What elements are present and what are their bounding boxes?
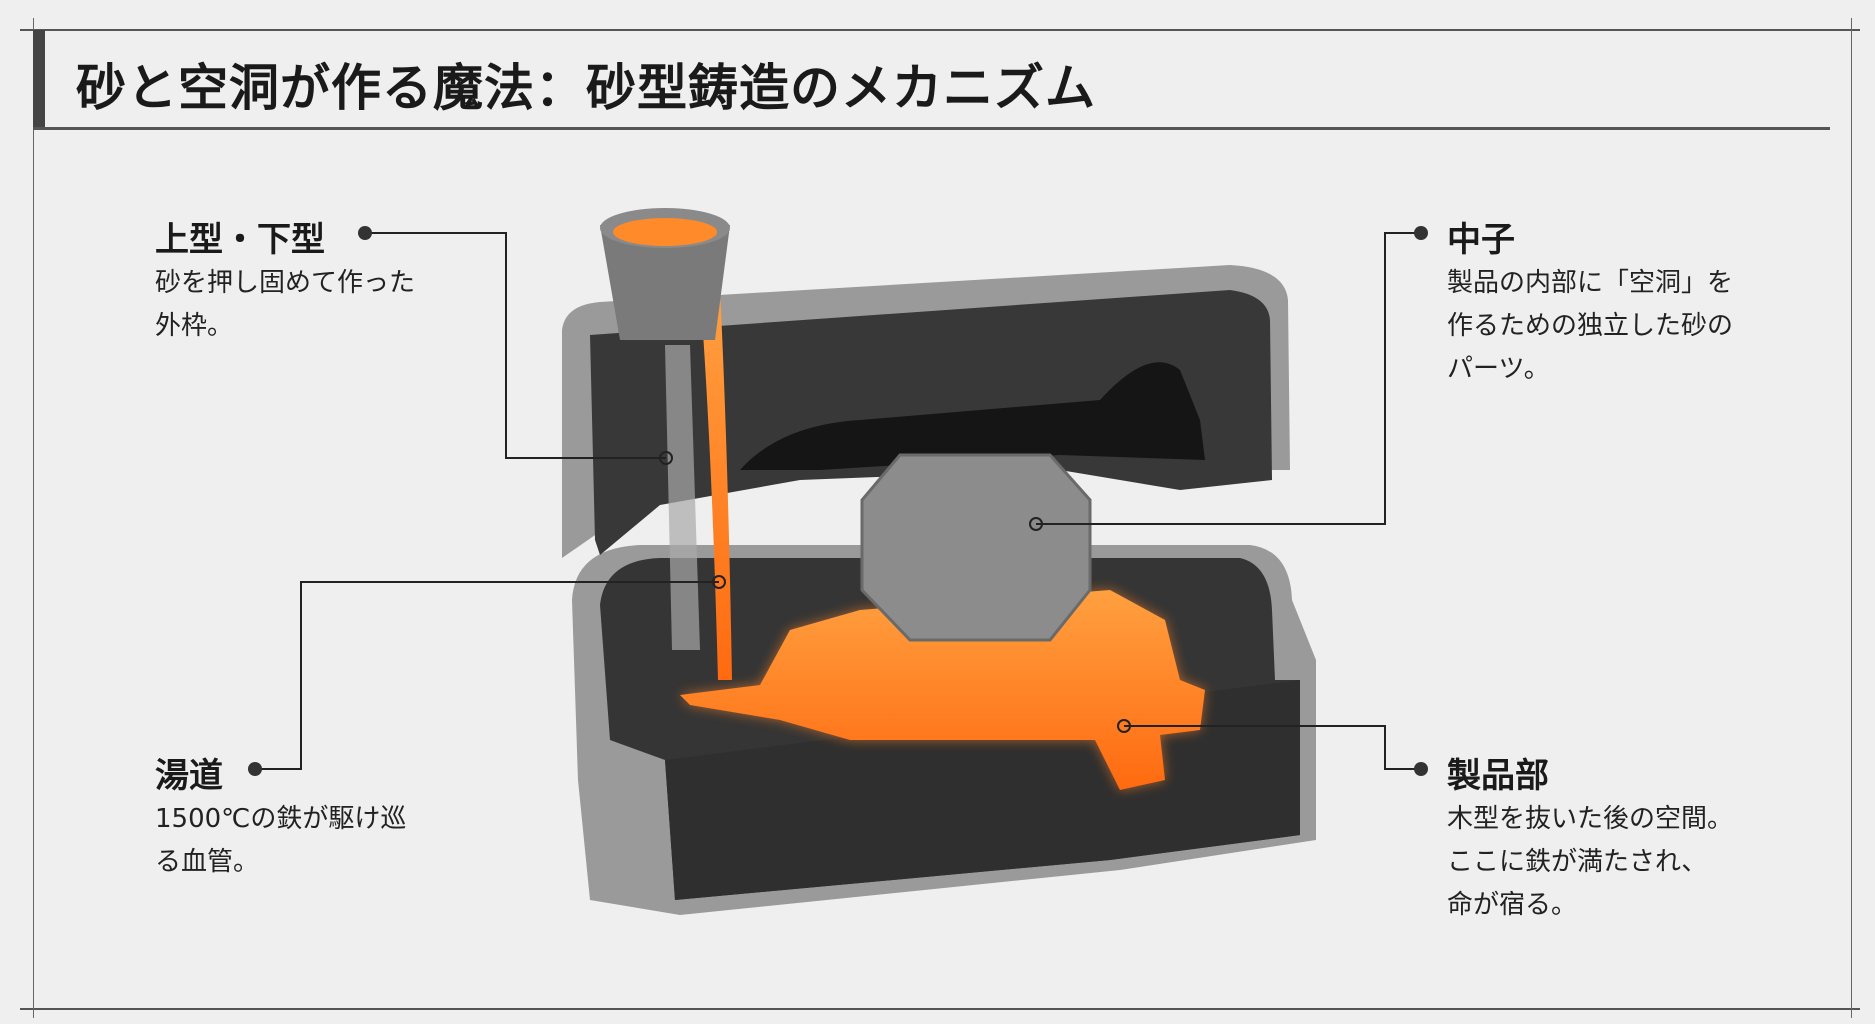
desc-line: 木型を抜いた後の空間。 xyxy=(1447,804,1734,834)
callout-core-label: 中子 xyxy=(1447,220,1515,260)
page-title: 砂と空洞が作る魔法：砂型鋳造のメカニズム xyxy=(76,59,1096,117)
dot-core xyxy=(1414,226,1428,240)
leader-line-mold xyxy=(365,232,666,459)
title-underline xyxy=(33,127,1830,130)
frame-top-line xyxy=(20,29,1860,31)
molten-metal xyxy=(680,290,1205,790)
leader-line-product xyxy=(1124,725,1421,770)
dot-product xyxy=(1414,762,1428,776)
desc-line: 1500℃の鉄が駆け巡 xyxy=(155,804,407,834)
leader-line-runner xyxy=(255,581,719,770)
desc-line: パーツ。 xyxy=(1447,354,1550,384)
callout-product-label: 製品部 xyxy=(1447,756,1549,796)
frame-right-line xyxy=(1851,18,1852,1018)
title-accent-bar xyxy=(33,30,45,128)
dot-mold xyxy=(358,226,372,240)
callout-mold-desc: 砂を押し固めて作った 外枠。 xyxy=(155,262,415,348)
upper-mold xyxy=(562,265,1290,558)
target-core xyxy=(1029,517,1043,531)
target-product xyxy=(1117,719,1131,733)
dot-runner xyxy=(248,762,262,776)
target-runner xyxy=(712,575,726,589)
desc-line: 製品の内部に「空洞」を xyxy=(1447,268,1734,298)
callout-runner-desc: 1500℃の鉄が駆け巡 る血管。 xyxy=(155,798,406,884)
callout-mold-label: 上型・下型 xyxy=(155,220,325,260)
frame-bottom-line xyxy=(20,1008,1860,1010)
target-mold xyxy=(659,451,673,465)
callout-runner-label: 湯道 xyxy=(155,756,223,796)
desc-line: る血管。 xyxy=(155,847,260,877)
desc-line: 命が宿る。 xyxy=(1447,890,1578,920)
desc-line: 作るための独立した砂の xyxy=(1447,311,1734,341)
desc-line: ここに鉄が満たされ、 xyxy=(1447,847,1708,877)
leader-line-core xyxy=(1036,232,1421,525)
desc-line: 外枠。 xyxy=(155,311,234,341)
frame-left-line xyxy=(33,18,34,1018)
callout-product-desc: 木型を抜いた後の空間。 ここに鉄が満たされ、 命が宿る。 xyxy=(1447,798,1733,927)
callout-core-desc: 製品の内部に「空洞」を 作るための独立した砂の パーツ。 xyxy=(1447,262,1733,391)
desc-line: 砂を押し固めて作った xyxy=(155,268,416,298)
pouring-cup xyxy=(600,208,730,650)
core-block xyxy=(860,453,1092,642)
